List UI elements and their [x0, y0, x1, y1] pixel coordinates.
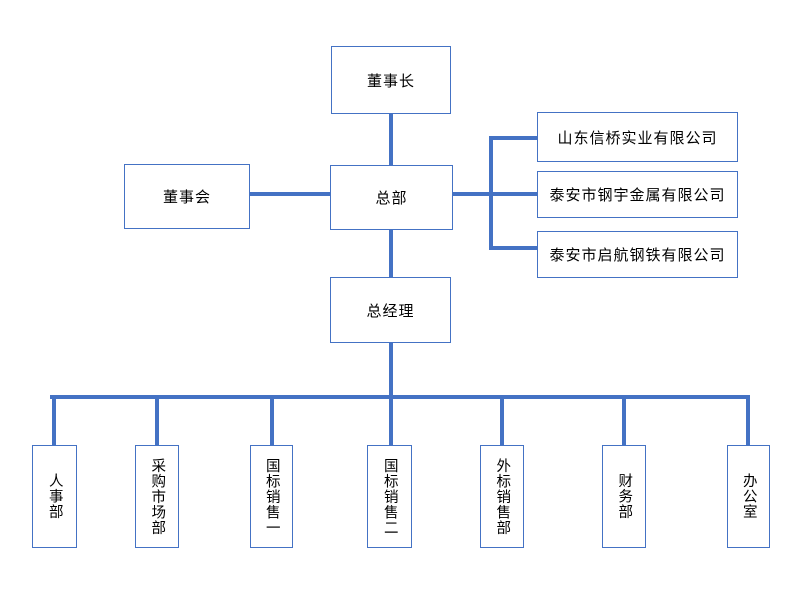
- node-department-procurement-market-label: 采购市场部: [149, 457, 166, 536]
- node-general-manager-label: 总经理: [366, 302, 415, 320]
- connector-board-headquarters: [250, 192, 330, 196]
- connector-department-6: [622, 399, 626, 445]
- node-headquarters: 总部: [330, 165, 453, 230]
- connector-department-2: [155, 399, 159, 445]
- node-subsidiary-1-label: 山东信桥实业有限公司: [557, 129, 718, 147]
- node-subsidiary-2-label: 泰安市钢宇金属有限公司: [549, 187, 726, 204]
- node-department-external-sales: 外标销售部: [480, 445, 524, 548]
- node-subsidiary-2: 泰安市钢宇金属有限公司: [537, 171, 738, 218]
- node-board-label: 董事会: [162, 189, 211, 206]
- node-department-office-label: 办公室: [740, 473, 757, 520]
- connector-department-1: [52, 399, 56, 445]
- connector-department-5: [500, 399, 504, 445]
- node-department-external-sales-label: 外标销售部: [494, 457, 511, 536]
- connector-headquarters-subsidiaries: [453, 192, 537, 196]
- node-chairman: 董事长: [331, 46, 451, 114]
- node-subsidiary-1: 山东信桥实业有限公司: [537, 112, 738, 162]
- node-department-office: 办公室: [727, 445, 770, 548]
- node-department-finance: 财务部: [602, 445, 646, 548]
- connector-headquarters-general-manager: [389, 230, 393, 277]
- node-subsidiary-3-label: 泰安市启航钢铁有限公司: [549, 247, 726, 264]
- connector-departments-bus: [50, 395, 750, 399]
- connector-subsidiary-3: [490, 246, 537, 250]
- node-department-procurement-market: 采购市场部: [135, 445, 179, 548]
- connector-chairman-headquarters: [389, 114, 393, 165]
- node-department-hr: 人事部: [32, 445, 77, 548]
- node-board: 董事会: [124, 164, 250, 229]
- node-department-national-sales-2-label: 国标销售二: [381, 457, 398, 536]
- node-chairman-label: 董事长: [366, 72, 415, 90]
- node-department-hr-label: 人事部: [46, 473, 63, 520]
- connector-department-7: [746, 399, 750, 445]
- node-general-manager: 总经理: [330, 277, 451, 343]
- node-department-national-sales-2: 国标销售二: [367, 445, 412, 548]
- connector-general-manager-departments: [389, 343, 393, 445]
- connector-subsidiaries-bracket: [489, 136, 493, 250]
- node-subsidiary-3: 泰安市启航钢铁有限公司: [537, 231, 738, 278]
- connector-subsidiary-1: [490, 136, 537, 140]
- node-department-finance-label: 财务部: [616, 473, 633, 520]
- node-department-national-sales-1-label: 国标销售一: [263, 457, 280, 536]
- node-headquarters-label: 总部: [375, 190, 408, 207]
- node-department-national-sales-1: 国标销售一: [250, 445, 293, 548]
- connector-department-3: [270, 399, 274, 445]
